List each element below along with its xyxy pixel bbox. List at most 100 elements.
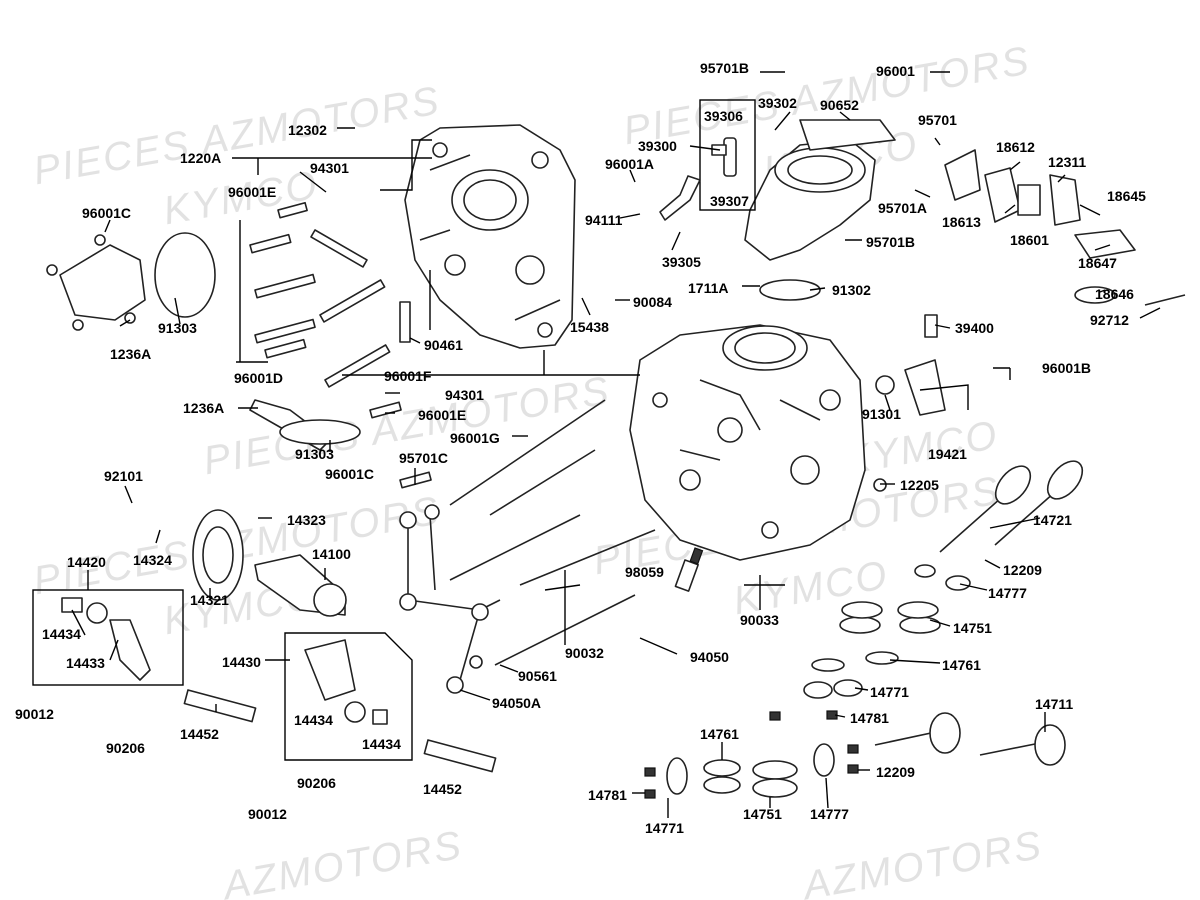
part-label[interactable]: 96001 [876,63,915,79]
part-label[interactable]: 14781 [850,710,889,726]
part-label[interactable]: 96001A [605,156,655,172]
part-label[interactable]: 90012 [15,706,54,722]
part-label[interactable]: 95701B [866,234,916,250]
part-label[interactable]: 14452 [180,726,219,742]
breather-plate [249,399,361,451]
part-label[interactable]: 95701 [918,112,957,128]
part-label[interactable]: 14433 [66,655,105,671]
part-label[interactable]: 96001C [82,205,132,221]
part-label[interactable]: 94050A [492,695,542,711]
part-label[interactable]: 14711 [1035,696,1074,712]
part-label[interactable]: 12209 [876,764,915,780]
spark-plug [674,547,704,592]
part-label[interactable]: 15438 [570,319,609,335]
part-label[interactable]: 14434 [362,736,401,752]
part-label[interactable]: 14100 [312,546,351,562]
valve-keys [644,478,887,799]
part-label[interactable]: 12209 [1003,562,1042,578]
part-label[interactable]: 91301 [862,406,901,422]
part-label[interactable]: 39400 [955,320,994,336]
part-label[interactable]: 14321 [190,592,229,608]
part-label[interactable]: 18645 [1107,188,1146,204]
part-label[interactable]: 14771 [645,820,684,836]
part-label[interactable]: 1220A [180,150,222,166]
part-label[interactable]: 14721 [1033,512,1072,528]
part-label[interactable]: 14434 [294,712,333,728]
part-label[interactable]: 18601 [1010,232,1049,248]
valve-springs [666,564,971,798]
part-label[interactable]: 14777 [988,585,1027,601]
part-label[interactable]: 94301 [445,387,484,403]
part-label[interactable]: 14761 [942,657,981,673]
part-label[interactable]: 94301 [310,160,349,176]
part-label[interactable]: 98059 [625,564,664,580]
part-label[interactable]: 90032 [565,645,604,661]
part-label[interactable]: 18647 [1078,255,1117,271]
oil-pipes [399,504,501,694]
part-label[interactable]: 39302 [758,95,797,111]
part-label[interactable]: 92712 [1090,312,1129,328]
part-label[interactable]: 14777 [810,806,849,822]
part-label[interactable]: 12302 [288,122,327,138]
temp-sensor [875,314,946,416]
part-label[interactable]: 90033 [740,612,779,628]
injector-clamp [659,175,701,221]
part-label[interactable]: 96001E [418,407,467,423]
part-label[interactable]: 1236A [110,346,152,362]
cylinder-head [629,324,866,561]
part-label[interactable]: 94111 [585,212,623,228]
fuel-injector [711,137,737,177]
part-label[interactable]: 95701C [399,450,449,466]
part-label[interactable]: 95701B [700,60,750,76]
part-label[interactable]: 14324 [133,552,172,568]
rocker-arm-assembly-2 [284,632,413,761]
part-label[interactable]: 14452 [423,781,462,797]
part-label[interactable]: 96001C [325,466,375,482]
part-label[interactable]: 90084 [633,294,672,310]
rocker-shaft-1 [183,689,257,723]
part-label[interactable]: 96001E [228,184,277,200]
part-label[interactable]: 39305 [662,254,701,270]
part-label[interactable]: 92101 [104,468,143,484]
part-label[interactable]: 39306 [704,108,743,124]
part-label[interactable]: 1711A [688,280,729,296]
part-label[interactable]: 18613 [942,214,981,230]
part-label[interactable]: 39300 [638,138,677,154]
part-label[interactable]: 14771 [870,684,909,700]
part-label[interactable]: 14323 [287,512,326,528]
part-label[interactable]: 1236A [183,400,225,416]
part-label[interactable]: 39307 [710,193,749,209]
part-label[interactable]: 14781 [588,787,627,803]
part-label[interactable]: 90012 [248,806,287,822]
part-label[interactable]: 14751 [953,620,992,636]
part-label[interactable]: 94050 [690,649,729,665]
part-label[interactable]: 18646 [1095,286,1134,302]
camshaft [254,554,347,617]
part-label[interactable]: 90206 [297,775,336,791]
part-label[interactable]: 14761 [700,726,739,742]
part-label[interactable]: 14420 [67,554,106,570]
leader-lines [71,71,1161,818]
part-label[interactable]: 90206 [106,740,145,756]
part-label[interactable]: 12311 [1048,154,1087,170]
part-label[interactable]: 96001G [450,430,500,446]
part-label[interactable]: 96001F [384,368,432,384]
part-label[interactable]: 14430 [222,654,261,670]
part-label[interactable]: 90461 [424,337,463,353]
part-label[interactable]: 96001B [1042,360,1092,376]
part-label[interactable]: 96001D [234,370,284,386]
part-label[interactable]: 90652 [820,97,859,113]
part-label[interactable]: 91303 [295,446,334,462]
part-label[interactable]: 12205 [900,477,939,493]
part-label[interactable]: 90561 [518,668,557,684]
part-label[interactable]: 95701A [878,200,928,216]
cam-sprocket [192,509,244,601]
rocker-shaft-2 [423,739,497,773]
part-label[interactable]: 91302 [832,282,871,298]
rocker-arm-assembly-1 [32,589,184,686]
part-label[interactable]: 14751 [743,806,782,822]
part-label[interactable]: 19421 [928,446,967,462]
part-label[interactable]: 14434 [42,626,81,642]
part-label[interactable]: 91303 [158,320,197,336]
part-label[interactable]: 18612 [996,139,1035,155]
